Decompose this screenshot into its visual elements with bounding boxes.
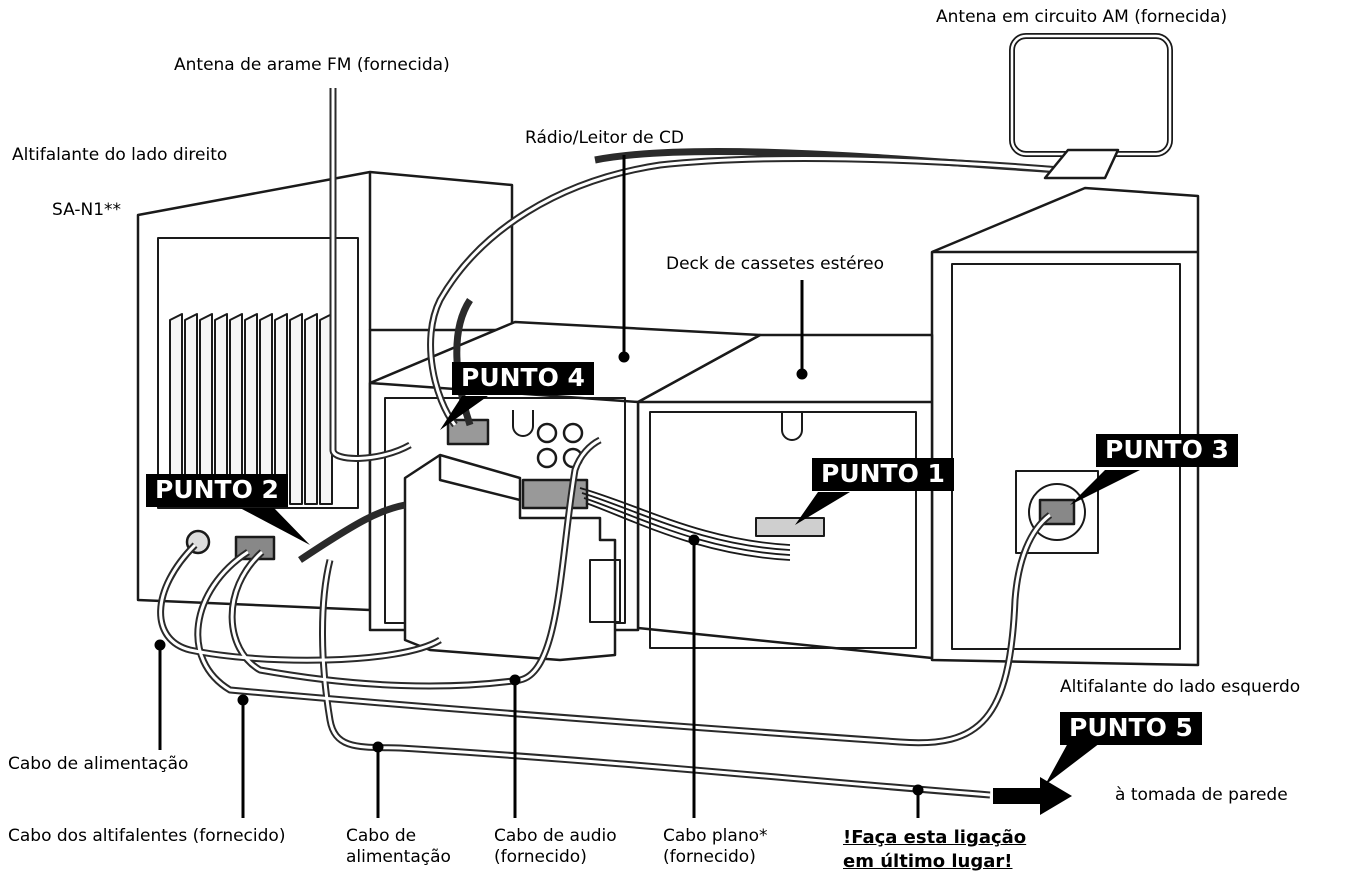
punto-1-badge: PUNTO 1: [812, 458, 954, 491]
left-speaker-drawing: [930, 186, 1200, 667]
outlet-arrow: [993, 777, 1072, 815]
power-cable-label-1: Cabo de alimentação: [8, 754, 189, 774]
model-label: SA-N1**: [52, 200, 122, 220]
am-antenna-label: Antena em circuito AM (fornecida): [936, 7, 1228, 27]
punto-2-badge: PUNTO 2: [146, 474, 288, 507]
warning-line-2: em último lugar!: [843, 851, 1013, 873]
cassette-deck-label: Deck de cassetes estéreo: [666, 254, 885, 274]
fm-antenna-label: Antena de arame FM (fornecida): [174, 55, 450, 75]
flat-cable-drawing: [579, 487, 825, 561]
punto-5-badge: PUNTO 5: [1060, 712, 1202, 745]
punto-4-badge: PUNTO 4: [452, 362, 594, 395]
cassette-deck-drawing: [636, 333, 934, 660]
wall-outlet-label: à tomada de parede: [1115, 785, 1288, 805]
warning-connect-last: !Faça esta ligação em último lugar!: [843, 826, 1026, 875]
power-cable-label-2: Cabo de alimentação: [346, 826, 451, 868]
speaker-cables-label: Cabo dos altifalentes (fornecido): [8, 826, 286, 846]
warning-line-1: !Faça esta ligação: [843, 827, 1027, 848]
flat-cable-label: Cabo plano* (fornecido): [663, 826, 768, 868]
left-speaker-label: Altifalante do lado esquerdo: [1060, 677, 1301, 697]
radio-cd-label: Rádio/Leitor de CD: [525, 128, 684, 148]
right-speaker-label: Altifalante do lado direito: [12, 145, 228, 165]
audio-cable-label: Cabo de audio (fornecido): [494, 826, 617, 868]
punto-3-badge: PUNTO 3: [1096, 434, 1238, 467]
am-antenna-drawing: [1009, 33, 1173, 180]
